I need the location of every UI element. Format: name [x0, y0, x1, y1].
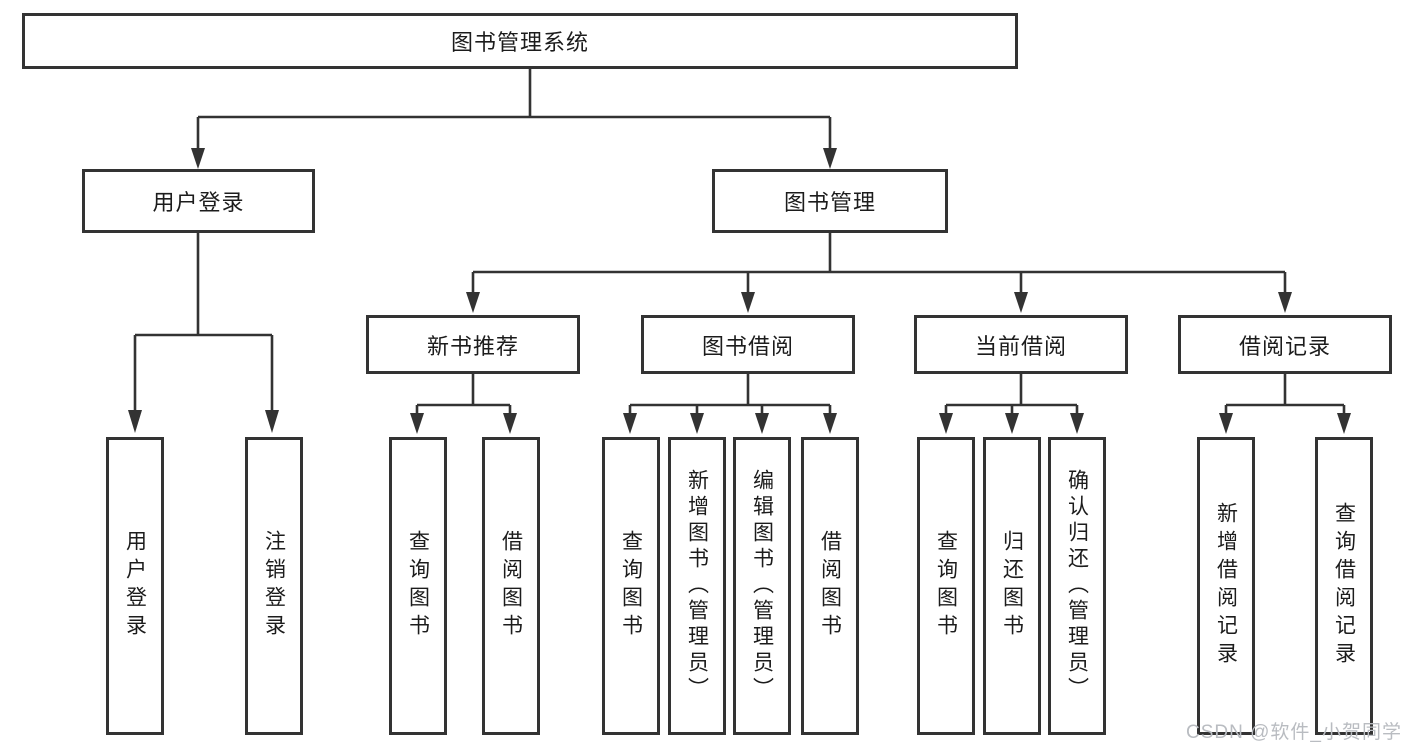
- node-book-borrow-label: 图书借阅: [701, 333, 794, 359]
- leaf-recommend-borrow-books: 借阅图书: [482, 437, 540, 735]
- node-borrow-records: 借阅记录: [1178, 315, 1392, 374]
- node-root: 图书管理系统: [22, 13, 1018, 69]
- node-book-borrow: 图书借阅: [641, 315, 855, 374]
- leaf-current-query-books: 查询图书: [917, 437, 975, 735]
- node-user-login-branch: 用户登录: [82, 169, 315, 233]
- node-book-management-label: 图书管理: [783, 190, 876, 215]
- leaf-confirm-return-admin: 确认归还（管理员）: [1048, 437, 1106, 735]
- leaf-return-book: 归还图书: [983, 437, 1041, 735]
- node-new-book-recommend: 新书推荐: [366, 315, 580, 374]
- connector-root: [191, 69, 837, 169]
- node-root-label: 图书管理系统: [450, 30, 589, 55]
- leaf-edit-book-admin-label: 编辑图书（管理员）: [750, 469, 774, 703]
- connector-borrow-records: [1219, 374, 1351, 434]
- leaf-user-login-label: 用户登录: [123, 530, 147, 642]
- leaf-add-borrow-record-label: 新增借阅记录: [1214, 502, 1238, 670]
- connector-book-management: [466, 232, 1292, 313]
- connector-book-borrow: [623, 374, 837, 434]
- leaf-return-book-label: 归还图书: [1000, 530, 1024, 642]
- leaf-borrow-borrow-books: 借阅图书: [801, 437, 859, 735]
- connector-user-login: [128, 232, 279, 433]
- leaf-query-borrow-record: 查询借阅记录: [1315, 437, 1373, 735]
- leaf-current-query-books-label: 查询图书: [934, 530, 958, 642]
- node-book-management: 图书管理: [712, 169, 948, 233]
- leaf-add-borrow-record: 新增借阅记录: [1197, 437, 1255, 735]
- leaf-borrow-borrow-books-label: 借阅图书: [818, 530, 842, 642]
- leaf-add-book-admin: 新增图书（管理员）: [668, 437, 726, 735]
- node-new-book-recommend-label: 新书推荐: [426, 333, 519, 359]
- node-user-login-branch-label: 用户登录: [152, 190, 245, 215]
- leaf-borrow-query-books: 查询图书: [602, 437, 660, 735]
- connector-current-borrow: [939, 374, 1084, 434]
- leaf-add-book-admin-label: 新增图书（管理员）: [685, 469, 709, 703]
- leaf-recommend-query-books-label: 查询图书: [406, 530, 430, 642]
- leaf-logout-label: 注销登录: [262, 530, 286, 642]
- leaf-edit-book-admin: 编辑图书（管理员）: [733, 437, 791, 735]
- node-current-borrow: 当前借阅: [914, 315, 1128, 374]
- leaf-query-borrow-record-label: 查询借阅记录: [1332, 502, 1356, 670]
- leaf-user-login: 用户登录: [106, 437, 164, 735]
- leaf-recommend-borrow-books-label: 借阅图书: [499, 530, 523, 642]
- node-borrow-records-label: 借阅记录: [1238, 333, 1331, 359]
- connector-new-book-recommend: [410, 374, 517, 434]
- node-current-borrow-label: 当前借阅: [974, 333, 1067, 359]
- leaf-confirm-return-admin-label: 确认归还（管理员）: [1065, 469, 1089, 703]
- watermark-text: CSDN @软件_小贺同学: [1186, 722, 1402, 743]
- leaf-recommend-query-books: 查询图书: [389, 437, 447, 735]
- leaf-logout: 注销登录: [245, 437, 303, 735]
- leaf-borrow-query-books-label: 查询图书: [619, 530, 643, 642]
